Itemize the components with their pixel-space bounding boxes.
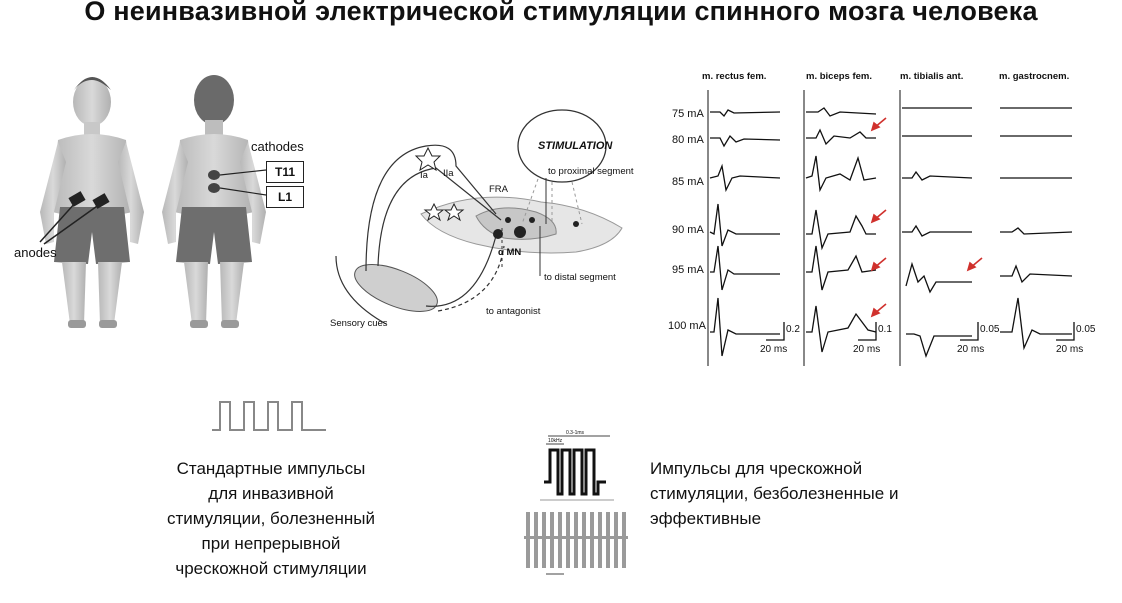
emg-traces [707,90,1075,366]
ia-label: Ia [420,170,428,181]
slide-title: О неинвазивной электрической стимуляции … [84,0,1038,26]
scale-amp-2: 0.05 [980,324,1000,335]
bipulse-sub-label: 10kHz [548,438,563,444]
sensory-cues-label: Sensory cues [330,318,388,329]
bipulse-top-label: 0.3-1ms [566,430,585,436]
scale-amp-3: 0.05 [1076,324,1096,335]
intensity-label-75: 75 mA [672,108,704,120]
scale-amp-0: 0.2 [786,324,800,335]
standard-caption-line: для инвазивной [208,484,334,503]
neural-circuit-diagram [335,109,623,325]
intensity-label-90: 90 mA [672,224,704,236]
standard-pulse-waveform [212,401,326,431]
transcutaneous-caption-line: Импульсы для чрескожной [650,459,863,478]
muscle-label-biceps: m. biceps fem. [806,71,872,82]
fra-label: FRA [489,184,508,195]
scale-time-2: 20 ms [957,344,985,355]
intensity-label-100: 100 mA [668,320,706,332]
iia-label: IIa [443,168,454,179]
intensity-label-85: 85 mA [672,176,704,188]
scale-time-0: 20 ms [760,344,788,355]
cathodes-label: cathodes [251,139,304,154]
muscle-label-tibialis: m. tibialis ant. [900,71,964,82]
standard-caption-line: стимуляции, болезненный [166,509,376,528]
back-body-figure [162,75,267,328]
to-proximal-label: to proximal segment [548,166,634,177]
standard-caption-line: при непрерывной [201,534,341,553]
muscle-label-rectus: m. rectus fem. [702,71,767,82]
to-distal-label: to distal segment [544,272,616,283]
intensity-label-80: 80 mA [672,134,704,146]
electrode-t11-label: T11 [266,161,304,183]
electrode-l1-label: L1 [266,186,304,208]
to-antagonist-label: to antagonist [486,306,541,317]
stimulation-label: STIMULATION [538,140,613,152]
scale-time-1: 20 ms [853,344,881,355]
transcutaneous-caption-line: эффективные [650,509,762,528]
muscle-label-gastrocnem: m. gastrocnem. [999,71,1070,82]
scale-time-3: 20 ms [1056,344,1084,355]
front-body-figure [39,77,144,328]
anodes-label: anodes [14,245,57,260]
intensity-label-95: 95 mA [672,264,704,276]
bipulse-waveform [524,435,628,575]
body-figures [39,75,267,328]
scale-amp-1: 0.1 [878,324,892,335]
transcutaneous-pulses-caption: Импульсы для чрескожной стимуляции, безб… [650,456,970,531]
standard-caption-line: Стандартные импульсы [176,459,366,478]
transcutaneous-caption-line: стимуляции, безболезненные и [650,484,899,503]
standard-pulses-caption: Стандартные импульсы для инвазивной стим… [140,456,402,581]
alpha-mn-label: α MN [498,247,522,258]
standard-caption-line: чрескожной стимуляции [175,559,367,578]
